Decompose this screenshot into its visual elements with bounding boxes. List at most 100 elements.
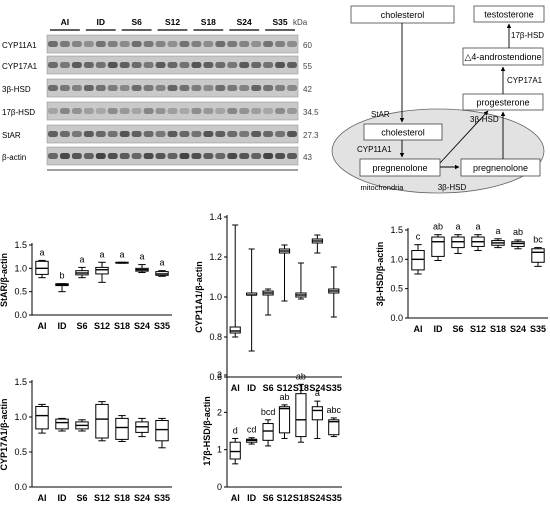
blot-band [179,108,190,114]
blot-band [59,62,70,68]
blot-band [287,41,297,47]
blot-protein-label: CYP11A1 [2,41,37,50]
y-tick-label: 1.0 [209,292,222,302]
y-tick-label: 2 [217,407,222,417]
x-tick-label: ID [247,493,257,503]
blot-band [95,85,106,91]
blot-band [215,85,226,91]
blot-band [155,41,166,47]
box-ID [55,417,69,432]
blot-band [155,85,166,91]
mitochondria-label: mitochondria [361,183,405,192]
blot-band [119,108,130,114]
blot-band [251,131,262,137]
significance-letter: ab [296,371,306,381]
y-tick-label: 1.0 [14,412,27,422]
box-ID: b [55,271,69,293]
box-S6: a [75,254,89,279]
blot-band [179,41,190,47]
blot-group-label: ID [97,17,106,27]
x-tick-label: S24 [134,493,150,503]
box-S35: abc [327,405,342,438]
box-iqr [155,420,169,442]
x-tick-label: S24 [309,383,325,393]
significance-letter: a [39,247,44,257]
blot-group-label: S18 [201,17,216,27]
blot-band [167,85,178,91]
enzyme-star: StAR [371,110,390,119]
significance-letter: a [495,226,500,236]
blot-membrane-strip [46,34,299,54]
blot-band [275,131,286,137]
blot-band [131,153,142,159]
blot-band [48,85,58,91]
y-tick-label: 0.5 [14,287,27,297]
box-S6: bcd [261,407,275,447]
blot-band [59,153,70,159]
enzyme-cyp11a1: CYP11A1 [357,145,392,154]
blot-band [287,131,297,137]
blot-band [203,62,214,68]
significance-letter: ab [279,392,289,402]
blot-band [83,85,94,91]
blot-band [215,41,226,47]
box-ID: ab [431,222,445,262]
blot-band [227,131,238,137]
box-iqr [95,403,109,439]
blot-band [107,85,118,91]
x-tick-label: AI [231,383,240,393]
blot-band [191,131,202,137]
blot-band [203,131,214,137]
x-tick-label: S24 [510,324,526,334]
blot-band [263,85,274,91]
blot-band [95,108,106,114]
blot-band [48,108,58,114]
y-tick-label: 0 [217,482,222,492]
significance-letter: ab [433,222,443,232]
node-testosterone-label: testosterone [484,10,534,20]
box-iqr [278,406,291,434]
x-tick-label: S18 [490,324,506,334]
blot-band [263,108,274,114]
enzyme-3b-hsd-bottom: 3β-HSD [438,183,467,192]
significance-letter: ab [513,227,523,237]
blot-protein-label: 17β-HSD [2,108,35,117]
significance-letter: a [159,258,164,268]
blot-band [287,153,297,159]
blot-band [95,41,106,47]
box-iqr [311,406,323,421]
blot-band [203,41,214,47]
box-S12: a [471,222,485,252]
blot-band [167,108,178,114]
blot-band [107,131,118,137]
box-ID [246,248,258,352]
blot-band [227,108,238,114]
x-tick-label: S12 [94,321,110,331]
box-AI: a [35,247,49,279]
box-iqr [35,406,49,430]
y-tick-label: 1 [217,445,222,455]
box-S12: ab [278,392,291,439]
x-tick-label: S6 [76,493,87,503]
blot-band [251,85,262,91]
box-S18: a [115,249,129,264]
y-axis-label: 17β-HSD/β-actin [202,396,212,466]
blot-kda-value: 60 [303,41,312,50]
box-iqr [328,419,340,436]
box-S12: a [95,249,109,283]
node-cholesterol-mito-label: cholesterol [381,128,425,138]
box-AI: d [229,425,241,465]
blot-band [287,85,297,91]
x-tick-label: ID [247,383,257,393]
x-tick-label: S6 [263,383,274,393]
blot-band [215,62,226,68]
x-tick-label: S24 [134,321,150,331]
blot-band [59,131,70,137]
x-tick-label: AI [231,493,240,503]
box-S35 [155,417,169,449]
blot-band [143,41,154,47]
blot-band [107,153,118,159]
